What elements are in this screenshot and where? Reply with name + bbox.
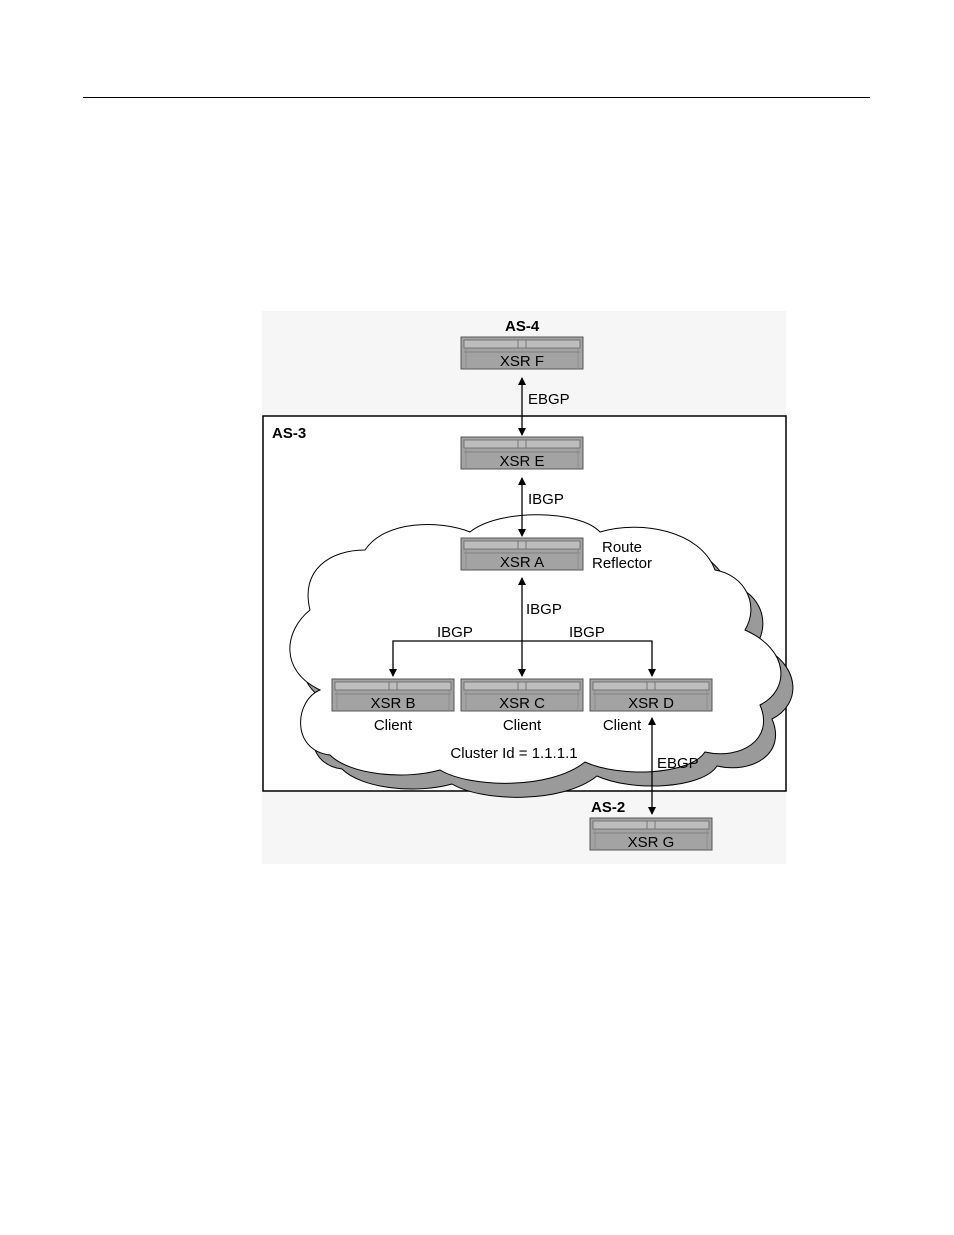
as3-label: AS-3 bbox=[272, 425, 306, 442]
cluster-id-label: Cluster Id = 1.1.1.1 bbox=[450, 745, 577, 762]
router-d: XSR D bbox=[590, 679, 712, 712]
router-a-label: XSR A bbox=[500, 554, 544, 571]
link-label-ebgp-bottom: EBGP bbox=[657, 755, 699, 772]
as2-label: AS-2 bbox=[591, 799, 625, 816]
link-label-ibgp-ac: IBGP bbox=[526, 601, 562, 618]
router-f: XSR F bbox=[461, 337, 583, 370]
router-e: XSR E bbox=[461, 437, 583, 470]
reflector-label-line1: Route bbox=[602, 539, 642, 556]
link-label-ibgp-ab: IBGP bbox=[437, 624, 473, 641]
link-label-ibgp-ad: IBGP bbox=[569, 624, 605, 641]
router-e-label: XSR E bbox=[499, 453, 544, 470]
router-b: XSR B bbox=[332, 679, 454, 712]
as4-label: AS-4 bbox=[505, 318, 540, 335]
link-label-ebgp-top: EBGP bbox=[528, 391, 570, 408]
router-b-label: XSR B bbox=[370, 695, 415, 712]
router-g: XSR G bbox=[590, 818, 712, 851]
link-label-ibgp-ea: IBGP bbox=[528, 491, 564, 508]
router-a: XSR A bbox=[461, 538, 583, 571]
router-c: XSR C bbox=[461, 679, 583, 712]
client-label-c: Client bbox=[503, 717, 542, 734]
client-label-d: Client bbox=[603, 717, 642, 734]
router-c-label: XSR C bbox=[499, 695, 545, 712]
client-label-b: Client bbox=[374, 717, 413, 734]
router-d-label: XSR D bbox=[628, 695, 674, 712]
router-f-label: XSR F bbox=[500, 353, 544, 370]
reflector-label-line2: Reflector bbox=[592, 555, 652, 572]
router-g-label: XSR G bbox=[628, 834, 675, 851]
